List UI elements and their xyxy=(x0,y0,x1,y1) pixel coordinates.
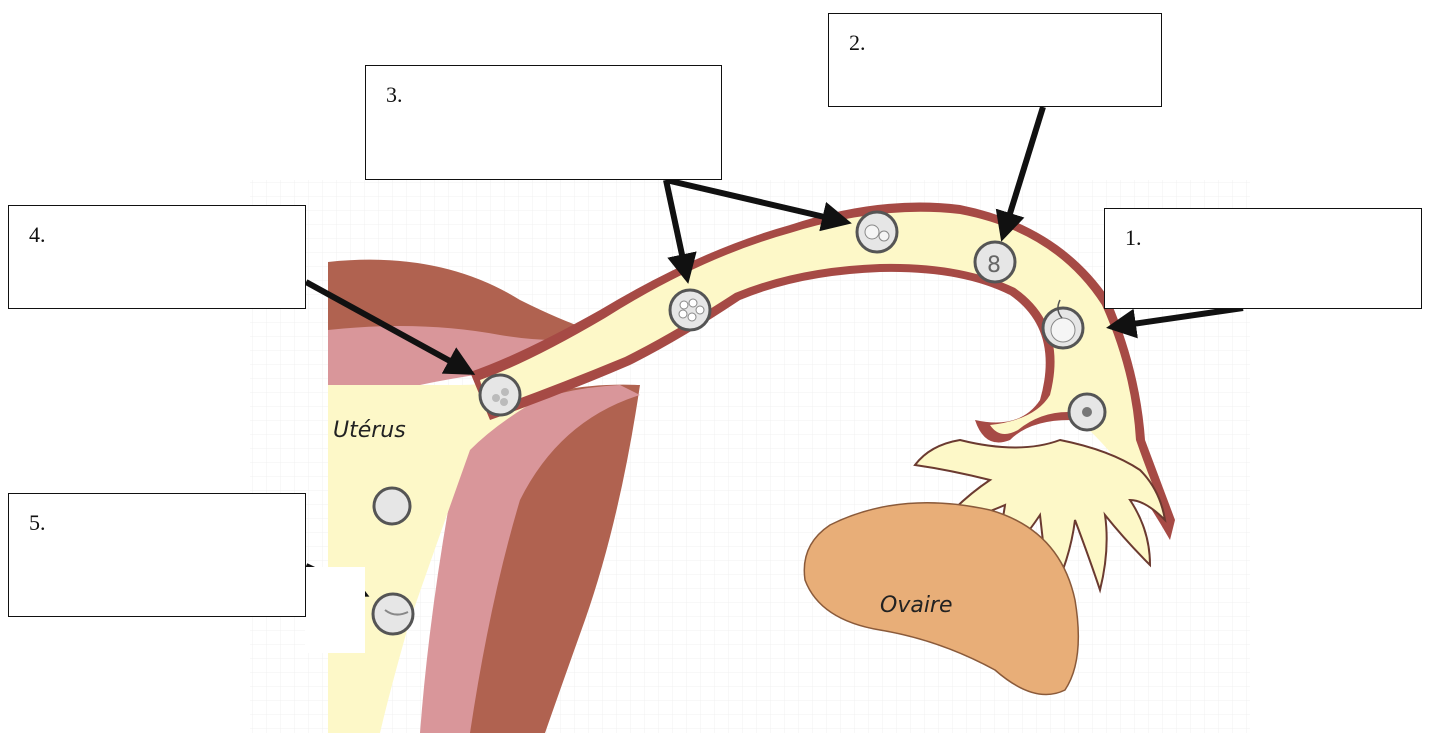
embryo-stage-implantation xyxy=(373,594,413,634)
label-number-3: 3. xyxy=(386,82,403,108)
embryo-stage-hatching xyxy=(374,488,410,524)
label-number-1: 1. xyxy=(1125,225,1142,251)
label-number-5: 5. xyxy=(29,510,46,536)
ovary-label: Ovaire xyxy=(880,593,953,618)
embryo-stage-zygote: 8 xyxy=(975,242,1015,282)
white-mask xyxy=(305,567,365,653)
embryo-stage-morula xyxy=(670,290,710,330)
label-box-4[interactable]: 4. xyxy=(8,205,306,309)
label-number-4: 4. xyxy=(29,222,46,248)
label-number-2: 2. xyxy=(849,30,866,56)
embryo-stage-blastocyst xyxy=(480,375,520,415)
embryo-stage-two-cell xyxy=(857,212,897,252)
label-box-3[interactable]: 3. xyxy=(365,65,722,180)
uterus-label: Utérus xyxy=(333,418,406,443)
label-box-1[interactable]: 1. xyxy=(1104,208,1422,309)
embryo-stage-oocyte xyxy=(1069,394,1105,430)
label-box-5[interactable]: 5. xyxy=(8,493,306,617)
label-box-2[interactable]: 2. xyxy=(828,13,1162,107)
svg-text:8: 8 xyxy=(987,253,1001,278)
